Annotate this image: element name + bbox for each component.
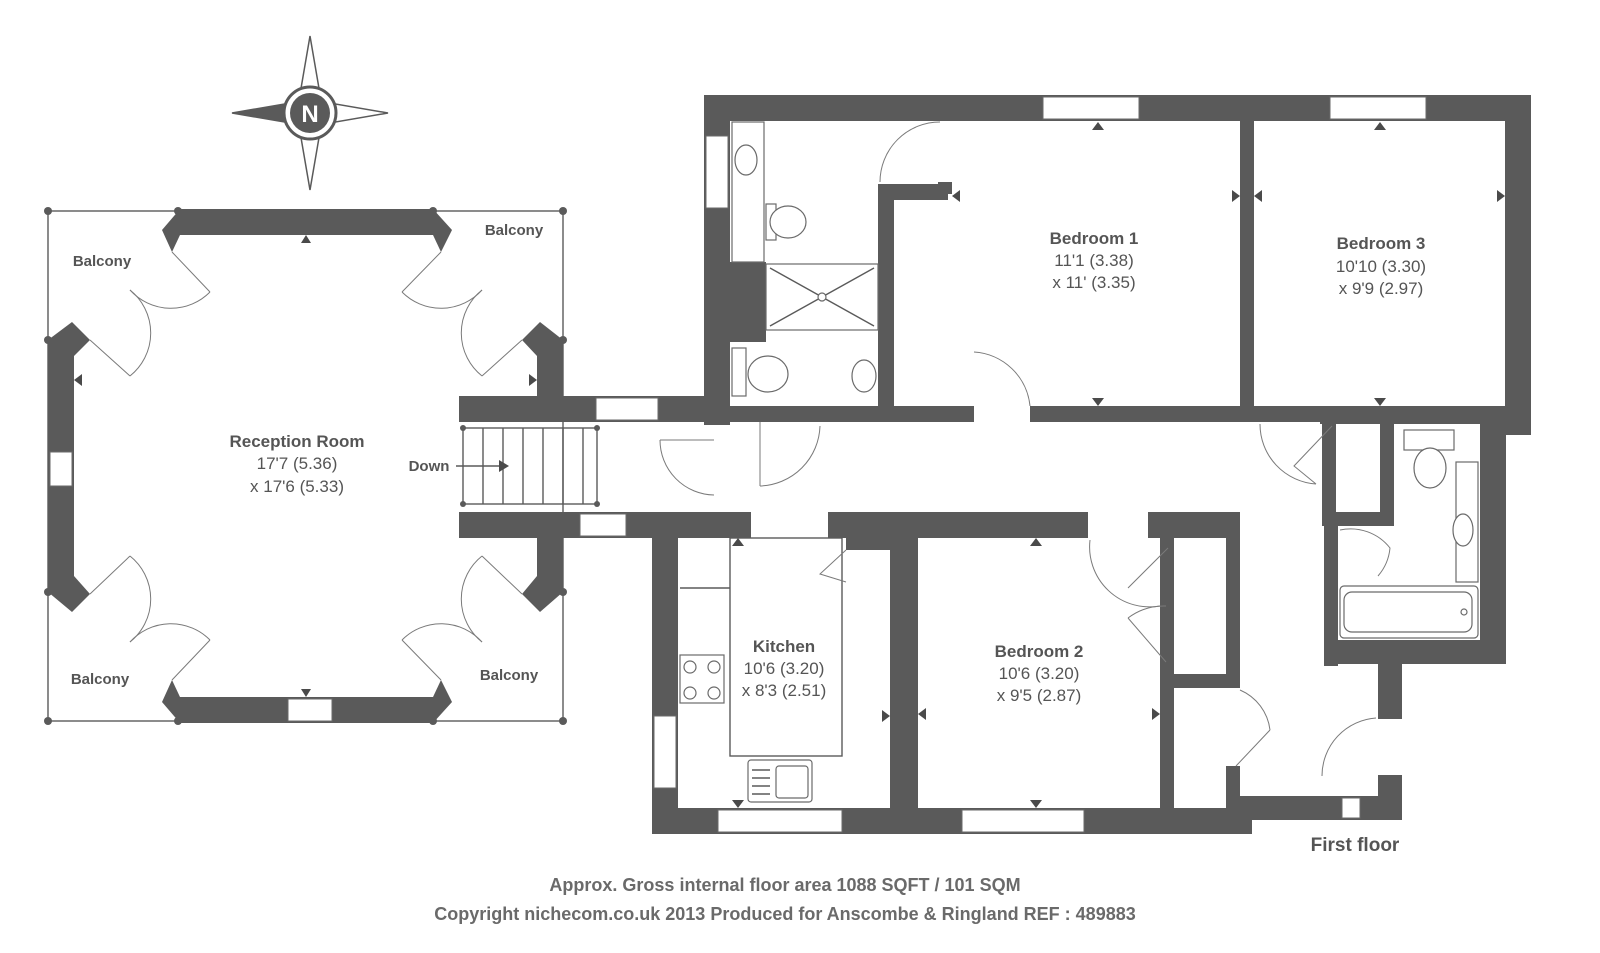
balcony-label-top-left: Balcony xyxy=(73,253,132,270)
reception-room-name: Reception Room xyxy=(229,432,364,451)
bedroom2-dim1: 10'6 (3.20) xyxy=(999,664,1080,683)
reception-room: Balcony Balcony Balcony Balcony Receptio… xyxy=(44,207,567,725)
bedroom2-dim2: x 9'5 (2.87) xyxy=(997,686,1082,705)
bedroom1-dim1: 11'1 (3.38) xyxy=(1054,251,1133,270)
bedroom1-dim2: x 11' (3.35) xyxy=(1052,273,1135,292)
bedroom3-dim1: 10'10 (3.30) xyxy=(1336,257,1426,276)
balcony-label-bottom-left: Balcony xyxy=(71,671,130,688)
reception-room-dim2: x 17'6 (5.33) xyxy=(250,477,344,496)
copyright-note: Copyright nichecom.co.uk 2013 Produced f… xyxy=(434,904,1136,924)
reception-room-dim1: 17'7 (5.36) xyxy=(257,454,338,473)
bedroom3-dim2: x 9'9 (2.97) xyxy=(1339,279,1424,298)
compass-icon: N xyxy=(231,35,389,191)
area-note: Approx. Gross internal floor area 1088 S… xyxy=(549,875,1020,895)
balcony-label-bottom-right: Balcony xyxy=(480,667,539,684)
apartment-walls xyxy=(652,95,1531,834)
bedroom1-name: Bedroom 1 xyxy=(1050,229,1139,248)
kitchen-name: Kitchen xyxy=(753,637,815,656)
bathroom-fixtures xyxy=(731,121,1479,639)
kitchen-dim2: x 8'3 (2.51) xyxy=(742,681,827,700)
compass-letter: N xyxy=(301,101,318,128)
balcony-label-top-right: Balcony xyxy=(485,222,544,239)
doors xyxy=(759,121,1391,777)
stairs-down-label: Down xyxy=(409,458,450,475)
bedroom3-name: Bedroom 3 xyxy=(1337,234,1426,253)
stairs: Down xyxy=(409,396,751,538)
floor-label: First floor xyxy=(1311,835,1400,856)
measurement-arrows xyxy=(732,122,1505,808)
bedroom2-name: Bedroom 2 xyxy=(995,642,1084,661)
kitchen-dim1: 10'6 (3.20) xyxy=(744,659,825,678)
